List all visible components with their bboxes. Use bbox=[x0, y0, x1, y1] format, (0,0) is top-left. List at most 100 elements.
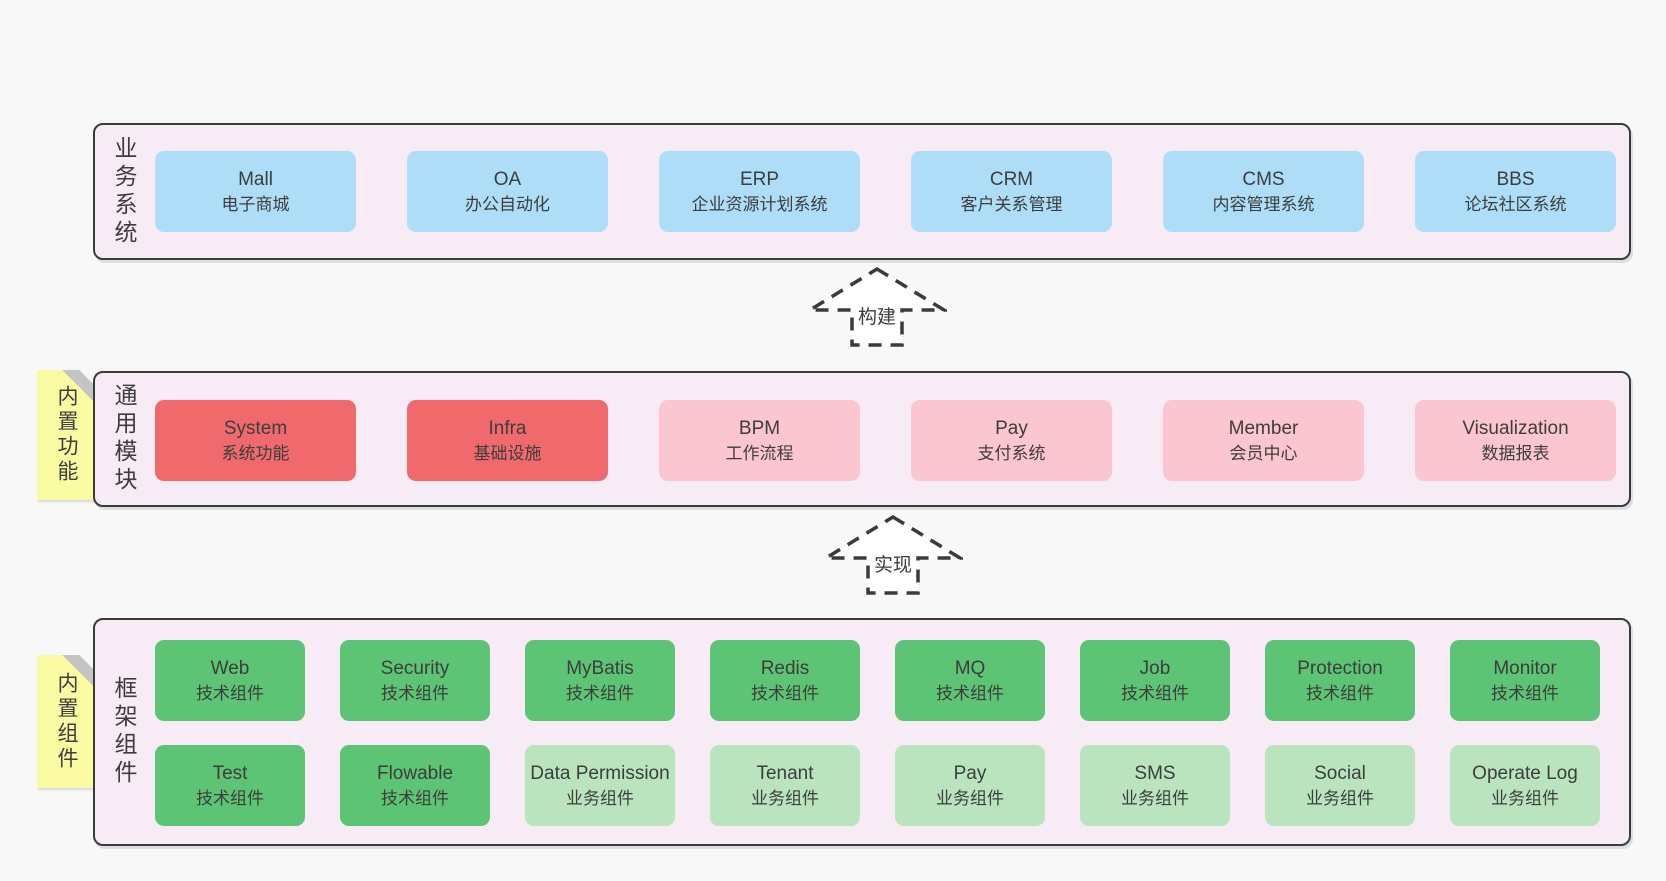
box-subtitle: 电子商城 bbox=[221, 194, 290, 214]
box-oa: OA 办公自动化 bbox=[407, 151, 608, 232]
box-name: MQ bbox=[954, 657, 986, 679]
panel-business-label: 业务系统 bbox=[111, 135, 137, 248]
box-social: Social 业务组件 bbox=[1265, 745, 1415, 826]
box-subtitle: 技术组件 bbox=[1491, 683, 1559, 703]
box-subtitle: 会员中心 bbox=[1229, 443, 1298, 463]
box-security: Security 技术组件 bbox=[340, 640, 490, 721]
box-name: Flowable bbox=[376, 762, 454, 784]
box-subtitle: 内容管理系统 bbox=[1212, 194, 1315, 214]
box-subtitle: 技术组件 bbox=[566, 683, 634, 703]
box-subtitle: 论坛社区系统 bbox=[1464, 194, 1567, 214]
box-pay-business: Pay 业务组件 bbox=[895, 745, 1045, 826]
box-subtitle: 客户关系管理 bbox=[960, 194, 1063, 214]
box-flowable: Flowable 技术组件 bbox=[340, 745, 490, 826]
box-name: Protection bbox=[1297, 657, 1383, 679]
modules-box-row: System 系统功能 Infra 基础设施 BPM 工作流程 Pay 支付系统… bbox=[155, 400, 1616, 481]
panel-framework-components: 框架组件 Web 技术组件 Security 技术组件 MyBatis 技术组件… bbox=[93, 618, 1631, 846]
panel-modules-label: 通用模块 bbox=[111, 383, 137, 495]
box-name: Mall bbox=[238, 168, 273, 190]
box-protection: Protection 技术组件 bbox=[1265, 640, 1415, 721]
box-name: Job bbox=[1139, 657, 1171, 679]
panel-common-modules: 通用模块 System 系统功能 Infra 基础设施 BPM 工作流程 Pay… bbox=[93, 371, 1631, 507]
box-name: OA bbox=[493, 168, 522, 190]
box-bpm: BPM 工作流程 bbox=[659, 400, 860, 481]
box-name: Infra bbox=[488, 417, 527, 439]
box-name: Tenant bbox=[756, 762, 814, 784]
box-operate-log: Operate Log 业务组件 bbox=[1450, 745, 1600, 826]
box-web: Web 技术组件 bbox=[155, 640, 305, 721]
box-subtitle: 技术组件 bbox=[381, 788, 449, 808]
box-subtitle: 业务组件 bbox=[936, 788, 1004, 808]
box-name: Pay bbox=[995, 417, 1028, 439]
box-cms: CMS 内容管理系统 bbox=[1163, 151, 1364, 232]
box-name: Web bbox=[210, 657, 250, 679]
box-tenant: Tenant 业务组件 bbox=[710, 745, 860, 826]
box-name: Redis bbox=[760, 657, 810, 679]
box-visualization: Visualization 数据报表 bbox=[1415, 400, 1616, 481]
box-system: System 系统功能 bbox=[155, 400, 356, 481]
box-subtitle: 系统功能 bbox=[221, 443, 290, 463]
box-infra: Infra 基础设施 bbox=[407, 400, 608, 481]
box-name: Pay bbox=[953, 762, 987, 784]
implement-arrow: 实现 bbox=[823, 514, 963, 596]
box-subtitle: 办公自动化 bbox=[465, 194, 550, 214]
box-job: Job 技术组件 bbox=[1080, 640, 1230, 721]
implement-arrow-label: 实现 bbox=[870, 550, 916, 577]
box-subtitle: 业务组件 bbox=[566, 788, 634, 808]
components-box-row-1: Web 技术组件 Security 技术组件 MyBatis 技术组件 Redi… bbox=[155, 640, 1600, 721]
build-arrow-label: 构建 bbox=[854, 302, 900, 329]
box-name: Visualization bbox=[1462, 417, 1569, 439]
box-subtitle: 业务组件 bbox=[751, 788, 819, 808]
box-name: Social bbox=[1314, 762, 1366, 784]
box-member: Member 会员中心 bbox=[1163, 400, 1364, 481]
box-subtitle: 技术组件 bbox=[196, 683, 264, 703]
box-name: BPM bbox=[738, 417, 781, 439]
box-subtitle: 业务组件 bbox=[1306, 788, 1374, 808]
box-data-permission: Data Permission 业务组件 bbox=[525, 745, 675, 826]
box-name: Monitor bbox=[1493, 657, 1557, 679]
box-subtitle: 技术组件 bbox=[751, 683, 819, 703]
box-test: Test 技术组件 bbox=[155, 745, 305, 826]
box-mq: MQ 技术组件 bbox=[895, 640, 1045, 721]
box-subtitle: 技术组件 bbox=[381, 683, 449, 703]
box-subtitle: 技术组件 bbox=[1121, 683, 1189, 703]
box-name: MyBatis bbox=[566, 657, 634, 679]
box-subtitle: 基础设施 bbox=[473, 443, 542, 463]
box-name: CRM bbox=[989, 168, 1034, 190]
box-subtitle: 业务组件 bbox=[1121, 788, 1189, 808]
box-subtitle: 业务组件 bbox=[1491, 788, 1559, 808]
box-redis: Redis 技术组件 bbox=[710, 640, 860, 721]
box-subtitle: 支付系统 bbox=[977, 443, 1046, 463]
business-box-row: Mall 电子商城 OA 办公自动化 ERP 企业资源计划系统 CRM 客户关系… bbox=[155, 151, 1616, 232]
box-sms: SMS 业务组件 bbox=[1080, 745, 1230, 826]
box-mybatis: MyBatis 技术组件 bbox=[525, 640, 675, 721]
box-name: Operate Log bbox=[1472, 762, 1578, 784]
box-subtitle: 企业资源计划系统 bbox=[691, 194, 828, 214]
sticky-built-in-components: 内置组件 bbox=[37, 655, 95, 788]
box-name: System bbox=[223, 417, 288, 439]
box-name: Security bbox=[380, 657, 450, 679]
box-name: SMS bbox=[1134, 762, 1176, 784]
box-crm: CRM 客户关系管理 bbox=[911, 151, 1112, 232]
box-subtitle: 技术组件 bbox=[1306, 683, 1374, 703]
panel-business-systems: 业务系统 Mall 电子商城 OA 办公自动化 ERP 企业资源计划系统 CRM… bbox=[93, 123, 1631, 260]
box-subtitle: 数据报表 bbox=[1481, 443, 1550, 463]
build-arrow: 构建 bbox=[807, 266, 947, 348]
box-name: Data Permission bbox=[530, 762, 670, 784]
box-subtitle: 技术组件 bbox=[936, 683, 1004, 703]
box-name: ERP bbox=[739, 168, 780, 190]
box-name: BBS bbox=[1496, 168, 1535, 190]
panel-components-label: 框架组件 bbox=[111, 676, 137, 788]
box-monitor: Monitor 技术组件 bbox=[1450, 640, 1600, 721]
components-box-row-2: Test 技术组件 Flowable 技术组件 Data Permission … bbox=[155, 745, 1600, 826]
box-pay: Pay 支付系统 bbox=[911, 400, 1112, 481]
box-erp: ERP 企业资源计划系统 bbox=[659, 151, 860, 232]
box-name: Test bbox=[212, 762, 248, 784]
box-name: CMS bbox=[1242, 168, 1285, 190]
box-name: Member bbox=[1228, 417, 1299, 439]
sticky-built-in-features: 内置功能 bbox=[37, 370, 95, 500]
box-subtitle: 技术组件 bbox=[196, 788, 264, 808]
box-mall: Mall 电子商城 bbox=[155, 151, 356, 232]
box-subtitle: 工作流程 bbox=[725, 443, 794, 463]
